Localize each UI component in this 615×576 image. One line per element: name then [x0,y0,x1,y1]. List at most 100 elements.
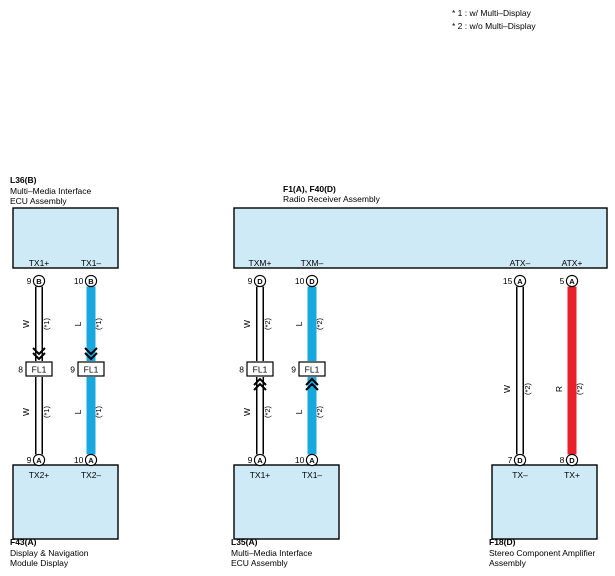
connector-circle [253,453,267,467]
junction-pin: 8 [239,365,244,375]
junction-label: FL1 [84,365,99,375]
wire-note: (*1) [42,405,51,418]
connector-letter: B [36,277,42,286]
terminal-label: TXM+ [249,258,272,268]
connector-circle [565,453,579,467]
connector-circle [32,274,46,288]
connector-letter: A [309,456,315,465]
arrow-down-icon [32,347,46,361]
wire-color-label: W [242,320,252,328]
terminal-pin: 15 [503,276,513,286]
wire-color-label: L [73,409,83,414]
wire-color-label: W [502,385,512,393]
mmi-top-name-1: Multi–Media Interface [10,186,92,196]
terminal-label: TX2+ [29,470,50,480]
radio-box [233,207,608,269]
radio-name: Radio Receiver Assembly [283,194,381,204]
wire-l [86,377,96,455]
connector-circle [84,274,98,288]
junction-pin: 9 [291,365,296,375]
wire-color-label: L [294,321,304,326]
display-name-2: Module Display [10,558,69,568]
wire-white [257,286,263,361]
connector-letter: D [257,277,263,286]
terminal-label: ATX+ [562,258,583,268]
terminal-label: TX2– [81,470,102,480]
terminal-label: TX1+ [250,470,271,480]
connector-letter: D [517,456,523,465]
terminal-label: TX1– [81,258,102,268]
display-name-1: Display & Navigation [10,548,89,558]
radio-code: F1(A), F40(D) [283,184,336,194]
arrow-up-icon [253,377,267,391]
arrow-up-icon [305,377,319,391]
connector-circle [84,453,98,467]
mmi-bottom-box [233,464,340,540]
wire-note: (*2) [523,382,532,395]
mmi-top-box [12,207,119,269]
amp-name-1: Stereo Component Amplifier [489,548,595,558]
wire-color-label: L [294,409,304,414]
terminal-label: TX– [512,470,528,480]
wire-l [307,377,317,455]
connector-circle [305,274,319,288]
wire-note: (*2) [263,405,272,418]
terminal-label: ATX– [510,258,531,268]
junction-label: FL1 [305,365,320,375]
wire-color-label: R [554,386,564,392]
terminal-pin: 10 [295,276,305,286]
terminal-pin: 8 [560,455,565,465]
wire-white [517,286,523,455]
junction-pin: 9 [70,365,75,375]
mmi-bottom-code: L35(A) [231,537,258,547]
terminal-pin: 10 [74,276,84,286]
wire-white [36,286,42,361]
connector-letter: D [309,277,315,286]
connector-letter: A [36,456,42,465]
display-code: F43(A) [10,537,37,547]
junction-box [246,361,274,377]
connector-letter: A [517,277,523,286]
connector-circle [32,453,46,467]
amp-box [491,464,598,540]
wire-color-label: W [242,408,252,416]
mmi-top-name-2: ECU Assembly [10,196,67,206]
junction-pin: 8 [18,365,23,375]
terminal-label: TX1+ [29,258,50,268]
wire-note: (*2) [263,317,272,330]
amp-code: F18(D) [489,537,516,547]
note-1: * 1 : w/ Multi–Display [452,8,532,18]
wire-l [307,286,317,361]
connector-letter: A [88,456,94,465]
connector-letter: A [569,277,575,286]
wire-note: (*2) [575,382,584,395]
terminal-pin: 9 [27,276,32,286]
connector-letter: D [569,456,575,465]
connector-circle [513,453,527,467]
wire-color-label: L [73,321,83,326]
wire-r [567,286,577,455]
terminal-pin: 10 [295,455,305,465]
junction-box [298,361,326,377]
connector-circle [513,274,527,288]
terminal-label: TX+ [564,470,580,480]
junction-label: FL1 [32,365,47,375]
connector-circle [253,274,267,288]
terminal-pin: 9 [248,276,253,286]
wire-white [36,377,42,455]
terminal-pin: 10 [74,455,84,465]
display-box [12,464,119,540]
amp-name-2: Assembly [489,558,527,568]
terminal-label: TX1– [302,470,323,480]
terminal-pin: 9 [248,455,253,465]
note-2: * 2 : w/o Multi–Display [452,21,536,31]
wire-color-label: W [21,320,31,328]
arrow-down-icon [84,347,98,361]
mmi-top-code: L36(B) [10,175,37,185]
connector-letter: A [257,456,263,465]
connector-letter: B [88,277,94,286]
wire-color-label: W [21,408,31,416]
terminal-label: TXM– [301,258,324,268]
